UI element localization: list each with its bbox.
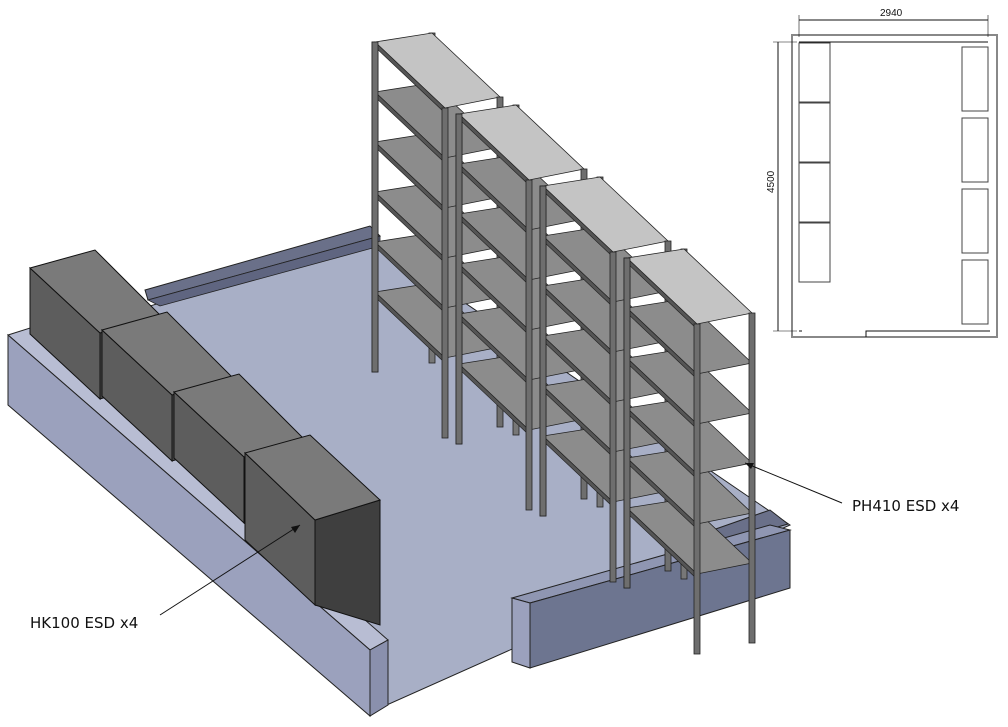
- cabinet-end-top: [244, 434, 381, 521]
- depth-dimension: 4500: [766, 170, 777, 193]
- upright: [539, 185, 547, 517]
- upright: [441, 107, 449, 439]
- cabinet: [244, 434, 381, 626]
- plan-cabinet: [798, 102, 831, 163]
- cabinet-end-side: [314, 499, 381, 626]
- upright: [693, 323, 701, 655]
- plan-shelving-unit: [961, 259, 989, 325]
- cabinet-callout: HK100 ESD x4: [30, 524, 301, 632]
- upright: [748, 312, 756, 644]
- left-wall-end: [369, 639, 389, 717]
- plan-shelving-unit: [961, 188, 989, 254]
- upright: [371, 41, 379, 373]
- floor-plan: 2940 4500: [766, 8, 998, 338]
- plan-cabinet: [798, 222, 831, 283]
- cabinet-label: HK100 ESD x4: [30, 614, 138, 632]
- width-dimension: 2940: [880, 8, 903, 19]
- plan-cabinet: [798, 42, 831, 103]
- upright: [525, 179, 533, 511]
- plan-shelving-unit: [961, 46, 989, 112]
- shelving-label: PH410 ESD x4: [852, 497, 959, 515]
- shelving-unit: [623, 248, 756, 655]
- shelving-callout: PH410 ESD x4: [744, 462, 959, 515]
- right-front-wall-face: [511, 597, 531, 669]
- plan-shelving-unit: [961, 117, 989, 183]
- upright: [609, 251, 617, 583]
- plan-cabinet: [798, 162, 831, 223]
- upright: [623, 257, 631, 589]
- upright: [455, 113, 463, 445]
